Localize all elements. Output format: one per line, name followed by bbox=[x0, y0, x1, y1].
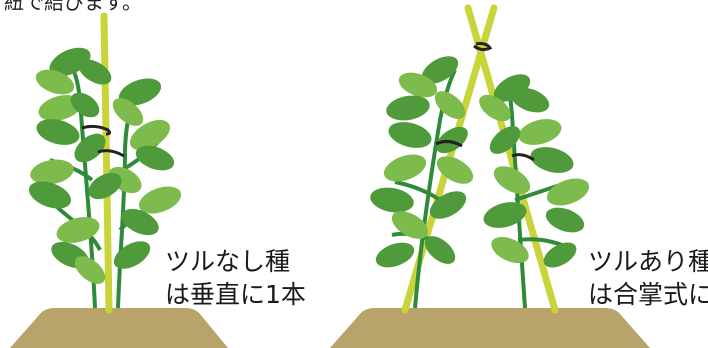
soil-mound-left bbox=[10, 308, 228, 348]
label-vine-variety: ツルあり種 は合掌式に bbox=[588, 245, 708, 311]
top-caption: 紐で結びます。 bbox=[4, 0, 142, 14]
label-bush-variety: ツルなし種 は垂直に1本 bbox=[165, 245, 306, 311]
stake-right-b bbox=[464, 4, 559, 314]
label-vine-line2: は合掌式に bbox=[588, 280, 708, 309]
label-bush-line1: ツルなし種 bbox=[165, 247, 291, 276]
ties-right bbox=[435, 42, 535, 162]
label-vine-line1: ツルあり種 bbox=[588, 247, 708, 276]
leaves-right bbox=[370, 56, 590, 268]
stake-left bbox=[100, 12, 113, 314]
label-bush-line2: は垂直に1本 bbox=[165, 280, 306, 309]
right-illustration bbox=[330, 4, 650, 348]
ties-left bbox=[81, 124, 125, 158]
soil-mound-right bbox=[330, 308, 650, 348]
leaves-left bbox=[28, 47, 182, 284]
left-illustration bbox=[10, 12, 228, 348]
